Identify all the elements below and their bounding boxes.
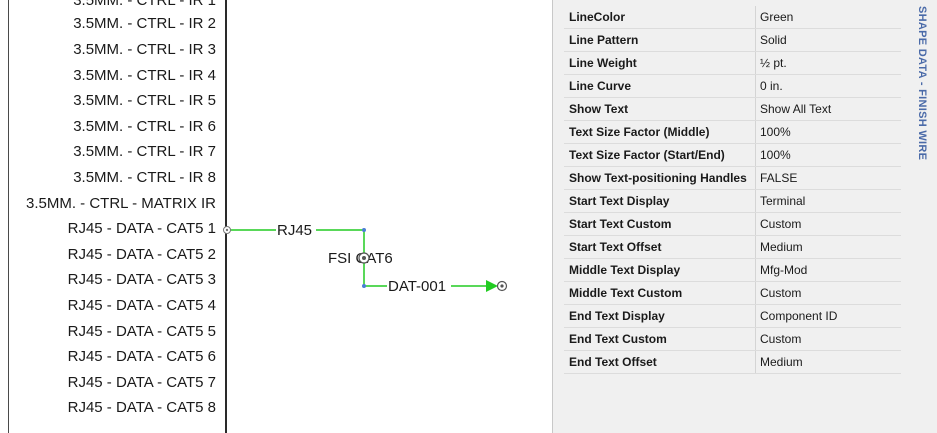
port-label[interactable]: 3.5MM. - CTRL - IR 8 <box>73 169 216 186</box>
property-name: Middle Text Custom <box>564 282 756 304</box>
property-row[interactable]: Middle Text Custom Custom <box>564 282 901 305</box>
property-name: Line Curve <box>564 75 756 97</box>
property-value[interactable]: Green <box>760 10 794 24</box>
canvas-left-border <box>8 0 9 433</box>
port-label[interactable]: RJ45 - DATA - CAT5 2 <box>67 246 216 263</box>
port-label[interactable]: 3.5MM. - CTRL - IR 7 <box>73 143 216 160</box>
property-name: Line Pattern <box>564 29 756 51</box>
property-name: End Text Display <box>564 305 756 327</box>
port-label[interactable]: RJ45 - DATA - CAT5 1 <box>67 220 216 237</box>
port-label[interactable]: RJ45 - DATA - CAT5 3 <box>67 271 216 288</box>
port-label[interactable]: 3.5MM. - CTRL - IR 6 <box>73 118 216 135</box>
property-row[interactable]: Line Curve 0 in. <box>564 75 901 98</box>
property-row[interactable]: Line Weight ½ pt. <box>564 52 901 75</box>
property-value[interactable]: FALSE <box>760 171 798 185</box>
property-name: Show Text <box>564 98 756 120</box>
property-row[interactable]: Show Text Show All Text <box>564 98 901 121</box>
property-value[interactable]: Custom <box>760 217 802 231</box>
port-label[interactable]: 3.5MM. - CTRL - IR 2 <box>73 15 216 32</box>
property-row[interactable]: Show Text-positioning Handles FALSE <box>564 167 901 190</box>
arrowhead-icon <box>486 280 498 292</box>
property-row[interactable]: Line Pattern Solid <box>564 29 901 52</box>
property-value[interactable]: 0 in. <box>760 79 783 93</box>
property-value[interactable]: Solid <box>760 33 787 47</box>
port-label[interactable]: 3.5MM. - CTRL - IR 5 <box>73 92 216 109</box>
port-label[interactable]: RJ45 - DATA - CAT5 8 <box>67 399 216 416</box>
property-row[interactable]: Middle Text Display Mfg-Mod <box>564 259 901 282</box>
property-row[interactable]: Start Text Display Terminal <box>564 190 901 213</box>
property-value[interactable]: Show All Text <box>760 102 832 116</box>
property-name: Show Text-positioning Handles <box>564 167 756 189</box>
property-value[interactable]: ½ pt. <box>760 56 787 70</box>
property-row[interactable]: Text Size Factor (Start/End) 100% <box>564 144 901 167</box>
drawing-canvas[interactable]: 3.5MM. - CTRL - IR 1 3.5MM. - CTRL - IR … <box>0 0 552 433</box>
property-value[interactable]: Custom <box>760 286 802 300</box>
bend-handle-icon[interactable] <box>362 228 366 232</box>
port-label[interactable]: 3.5MM. - CTRL - IR 1 <box>73 0 216 9</box>
property-value[interactable]: Custom <box>760 332 802 346</box>
property-name: Start Text Offset <box>564 236 756 258</box>
property-name: Middle Text Display <box>564 259 756 281</box>
end-text-background <box>387 277 451 294</box>
property-row[interactable]: Start Text Offset Medium <box>564 236 901 259</box>
shape-data-table: LineColor Green Line Pattern Solid Line We… <box>564 6 901 374</box>
device-shape-edge[interactable] <box>225 0 227 433</box>
property-value[interactable]: 100% <box>760 148 791 162</box>
property-value[interactable]: Medium <box>760 355 803 369</box>
panel-title: SHAPE DATA - FINISH WIRE <box>916 6 928 161</box>
property-row[interactable]: Text Size Factor (Middle) 100% <box>564 121 901 144</box>
property-value[interactable]: Terminal <box>760 194 806 208</box>
property-name: Text Size Factor (Start/End) <box>564 144 756 166</box>
handle-dot-icon <box>362 256 366 260</box>
property-value[interactable]: Mfg-Mod <box>760 263 808 277</box>
property-value[interactable]: 100% <box>760 125 791 139</box>
property-row[interactable]: Start Text Custom Custom <box>564 213 901 236</box>
property-name: Start Text Custom <box>564 213 756 235</box>
property-name: Line Weight <box>564 52 756 74</box>
property-row[interactable]: LineColor Green <box>564 6 901 29</box>
start-text-background <box>276 221 316 238</box>
shape-data-panel: LineColor Green Line Pattern Solid Line We… <box>552 0 937 433</box>
handle-dot-icon <box>225 228 229 232</box>
port-label[interactable]: RJ45 - DATA - CAT5 5 <box>67 323 216 340</box>
port-label[interactable]: RJ45 - DATA - CAT5 6 <box>67 348 216 365</box>
handle-dot-icon <box>500 284 504 288</box>
property-row[interactable]: End Text Offset Medium <box>564 351 901 374</box>
port-label[interactable]: RJ45 - DATA - CAT5 7 <box>67 374 216 391</box>
property-name: Start Text Display <box>564 190 756 212</box>
wire-connector[interactable]: RJ45 FSI CAT6 DAT-001 <box>0 0 552 433</box>
property-name: Text Size Factor (Middle) <box>564 121 756 143</box>
port-label[interactable]: 3.5MM. - CTRL - IR 3 <box>73 41 216 58</box>
property-name: LineColor <box>564 6 756 28</box>
property-row[interactable]: End Text Custom Custom <box>564 328 901 351</box>
port-label[interactable]: RJ45 - DATA - CAT5 4 <box>67 297 216 314</box>
port-label[interactable]: 3.5MM. - CTRL - IR 4 <box>73 67 216 84</box>
bend-handle-icon[interactable] <box>362 284 366 288</box>
property-value[interactable]: Medium <box>760 240 803 254</box>
property-name: End Text Offset <box>564 351 756 373</box>
wire-start-text[interactable]: RJ45 <box>277 222 312 239</box>
port-label[interactable]: 3.5MM. - CTRL - MATRIX IR <box>25 195 216 212</box>
property-value[interactable]: Component ID <box>760 309 838 323</box>
wire-end-text[interactable]: DAT-001 <box>388 278 446 295</box>
property-name: End Text Custom <box>564 328 756 350</box>
property-row[interactable]: End Text Display Component ID <box>564 305 901 328</box>
